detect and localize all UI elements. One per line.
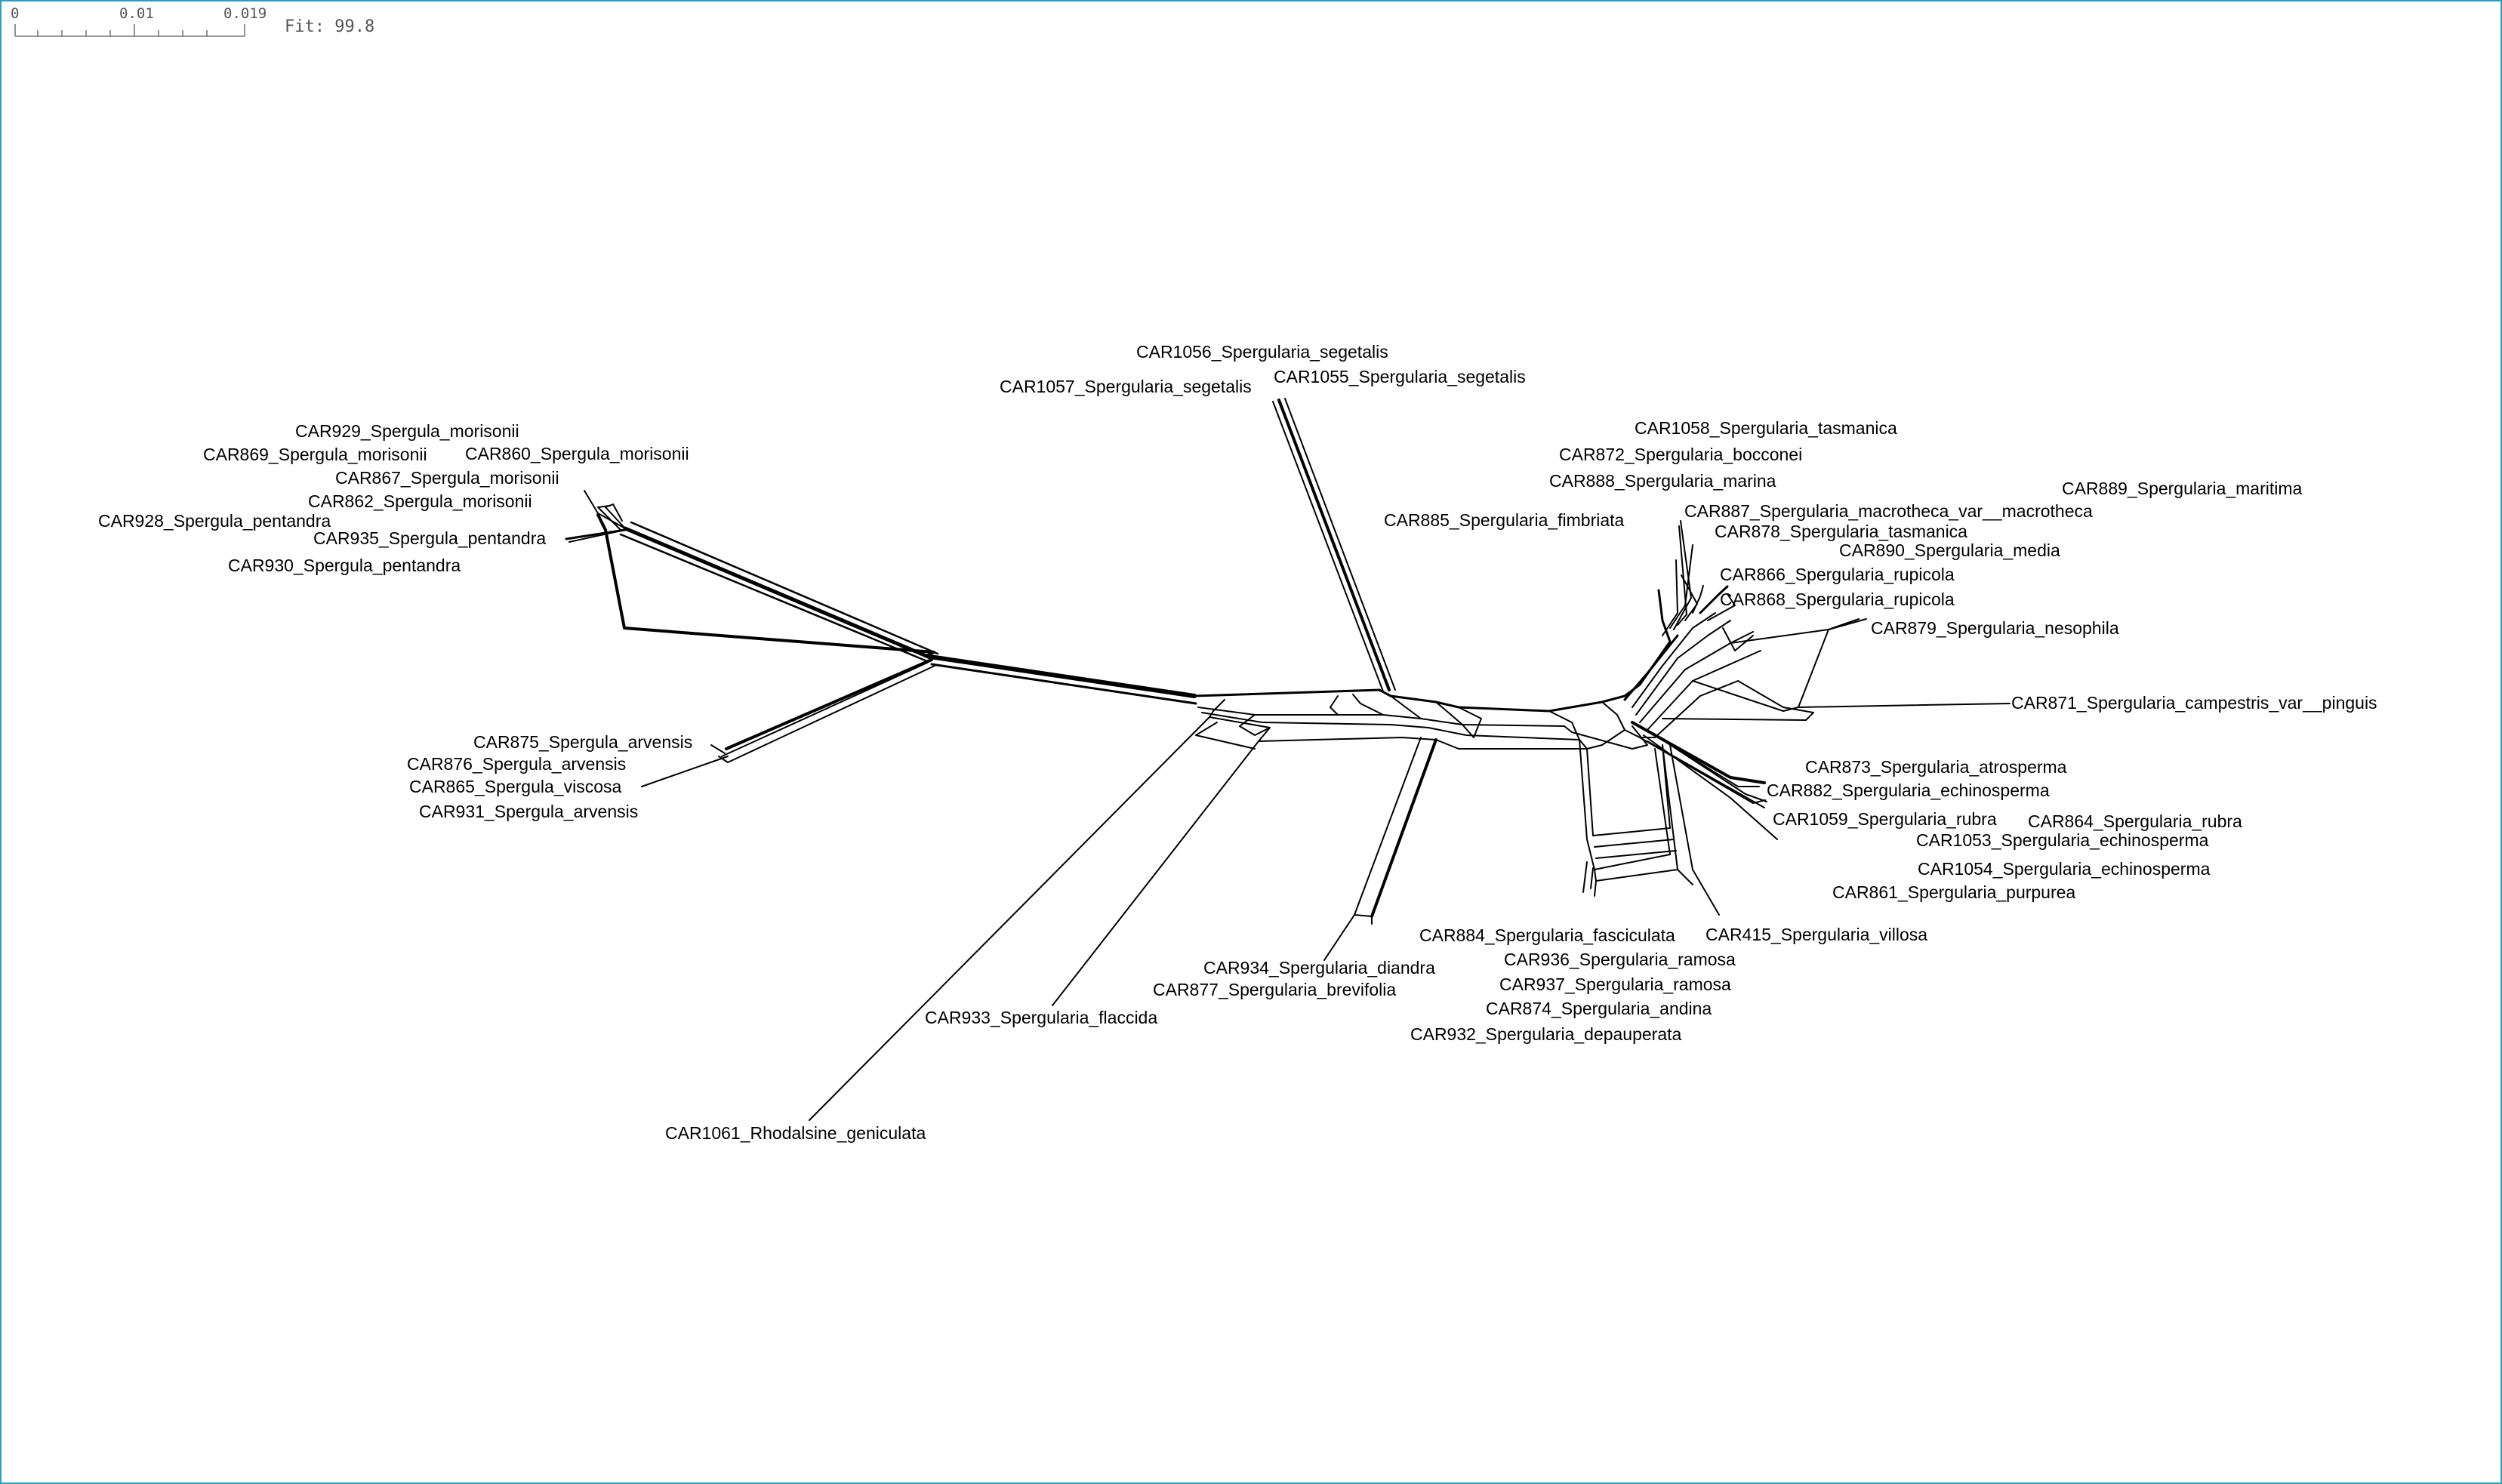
taxon-labels: CAR1056_Spergularia_segetalis CAR1057_Sp… xyxy=(98,342,2377,1143)
taxon-label: CAR867_Spergula_morisonii xyxy=(335,468,559,488)
taxon-label: CAR933_Spergularia_flaccida xyxy=(925,1008,1157,1027)
taxon-label: CAR876_Spergula_arvensis xyxy=(407,754,626,774)
taxon-label: CAR889_Spergularia_maritima xyxy=(2062,479,2303,498)
taxon-label: CAR932_Spergularia_depauperata xyxy=(1410,1024,1682,1044)
taxon-label: CAR861_Spergularia_purpurea xyxy=(1832,882,2075,902)
taxon-label: CAR862_Spergula_morisonii xyxy=(308,491,532,511)
taxon-label: CAR866_Spergularia_rupicola xyxy=(1720,565,1955,584)
taxon-label: CAR1053_Spergularia_echinosperma xyxy=(1916,830,2209,850)
scale-label-0-019: 0.019 xyxy=(223,5,267,22)
taxon-label: CAR871_Spergularia_campestris_var__pingu… xyxy=(2011,693,2377,713)
taxon-label: CAR929_Spergula_morisonii xyxy=(295,421,519,441)
taxon-label: CAR1061_Rhodalsine_geniculata xyxy=(665,1123,926,1143)
taxon-label: CAR888_Spergularia_marina xyxy=(1549,471,1776,491)
taxon-label: CAR890_Spergularia_media xyxy=(1839,540,2060,560)
taxon-label: CAR879_Spergularia_nesophila xyxy=(1871,618,2119,638)
taxon-label: CAR936_Spergularia_ramosa xyxy=(1504,950,1736,969)
taxon-label: CAR869_Spergula_morisonii xyxy=(203,445,427,464)
taxon-label: CAR928_Spergula_pentandra xyxy=(98,511,331,531)
taxon-label: CAR1057_Spergularia_segetalis xyxy=(1000,377,1252,396)
taxon-label: CAR1056_Spergularia_segetalis xyxy=(1136,342,1388,362)
scale-bar: 0 0.01 0.019 xyxy=(11,5,267,37)
network-edges xyxy=(565,398,2011,1121)
taxon-label: CAR1058_Spergularia_tasmanica xyxy=(1635,418,1897,438)
taxon-label: CAR873_Spergularia_atrosperma xyxy=(1805,757,2067,777)
taxon-label: CAR885_Spergularia_fimbriata xyxy=(1384,510,1625,530)
taxon-label: CAR887_Spergularia_macrotheca_var__macro… xyxy=(1684,501,2093,521)
taxon-label: CAR934_Spergularia_diandra xyxy=(1203,958,1435,978)
taxon-label: CAR860_Spergula_morisonii xyxy=(465,444,689,463)
taxon-label: CAR865_Spergula_viscosa xyxy=(409,777,621,796)
taxon-label: CAR868_Spergularia_rupicola xyxy=(1720,590,1955,609)
taxon-label: CAR884_Spergularia_fasciculata xyxy=(1419,925,1675,945)
fit-value: Fit: 99.8 xyxy=(285,17,374,36)
taxon-label: CAR937_Spergularia_ramosa xyxy=(1499,974,1731,994)
taxon-label: CAR875_Spergula_arvensis xyxy=(473,732,692,752)
taxon-label: CAR1059_Spergularia_rubra xyxy=(1773,809,1997,829)
taxon-label: CAR930_Spergula_pentandra xyxy=(228,556,461,575)
scale-label-0: 0 xyxy=(11,5,19,22)
taxon-label: CAR877_Spergularia_brevifolia xyxy=(1153,980,1396,999)
taxon-label: CAR931_Spergula_arvensis xyxy=(419,802,638,821)
taxon-label: CAR872_Spergularia_bocconei xyxy=(1559,445,1802,464)
taxon-label: CAR864_Spergularia_rubra xyxy=(2028,811,2242,831)
scale-label-0-01: 0.01 xyxy=(119,5,154,22)
taxon-label: CAR878_Spergularia_tasmanica xyxy=(1715,522,1967,541)
taxon-label: CAR1054_Spergularia_echinosperma xyxy=(1918,859,2211,879)
taxon-label: CAR415_Spergularia_villosa xyxy=(1705,925,1927,944)
taxon-label: CAR935_Spergula_pentandra xyxy=(313,528,546,548)
taxon-label: CAR1055_Spergularia_segetalis xyxy=(1274,367,1526,386)
taxon-label: CAR874_Spergularia_andina xyxy=(1486,999,1712,1018)
taxon-label: CAR882_Spergularia_echinosperma xyxy=(1767,780,2050,800)
